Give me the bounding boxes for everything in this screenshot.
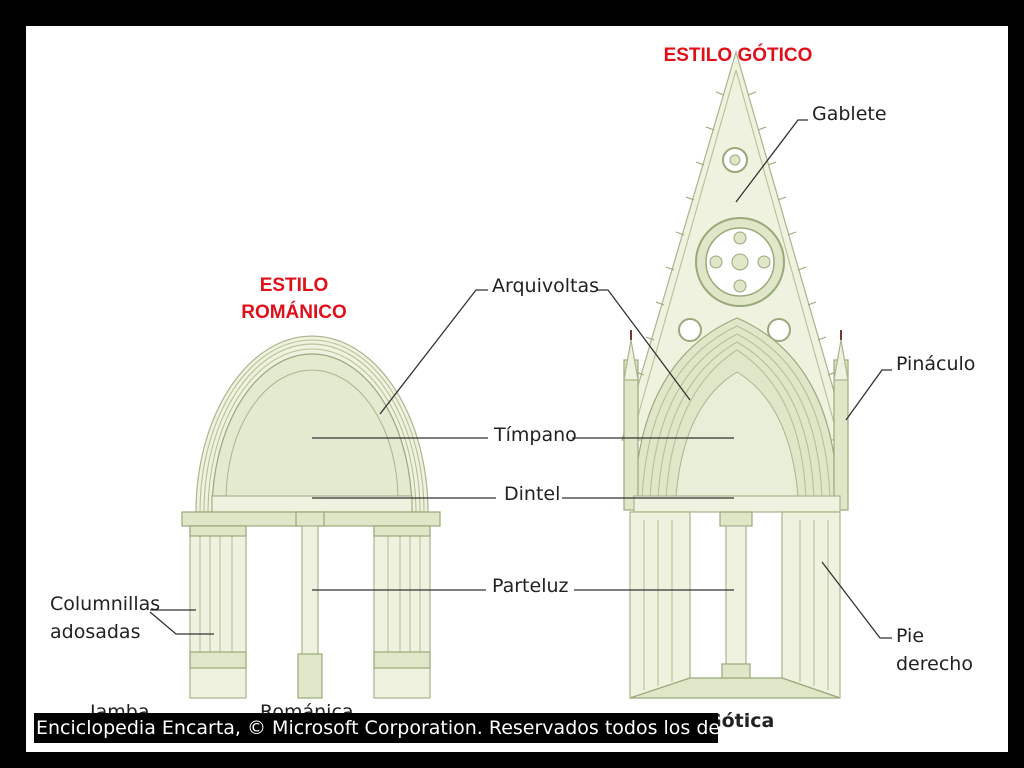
label-columnillas-line1: Columnillas	[50, 593, 160, 615]
label-columnillas-line2: adosadas	[50, 621, 140, 643]
copyright-caption: Enciclopedia Encarta, © Microsoft Corpor…	[34, 713, 718, 743]
label-gotica-partial: Gótica	[706, 710, 774, 732]
title-gothic: ESTILO GÓTICO	[664, 44, 813, 66]
title-romanesque-line1: ESTILO	[260, 275, 329, 296]
romanesque-portal	[181, 335, 441, 699]
gothic-portal	[621, 49, 849, 699]
label-timpano: Tímpano	[493, 424, 577, 446]
label-pie-line2: derecho	[896, 653, 973, 675]
title-romanesque-line2: ROMÁNICO	[241, 301, 347, 323]
label-arquivoltas: Arquivoltas	[492, 275, 599, 297]
label-pie-line1: Pie	[896, 625, 924, 647]
label-pinaculo: Pináculo	[896, 353, 975, 375]
label-gablete: Gablete	[812, 103, 887, 125]
label-parteluz: Parteluz	[492, 575, 569, 597]
label-dintel: Dintel	[504, 483, 560, 505]
leader-lines	[149, 119, 892, 639]
